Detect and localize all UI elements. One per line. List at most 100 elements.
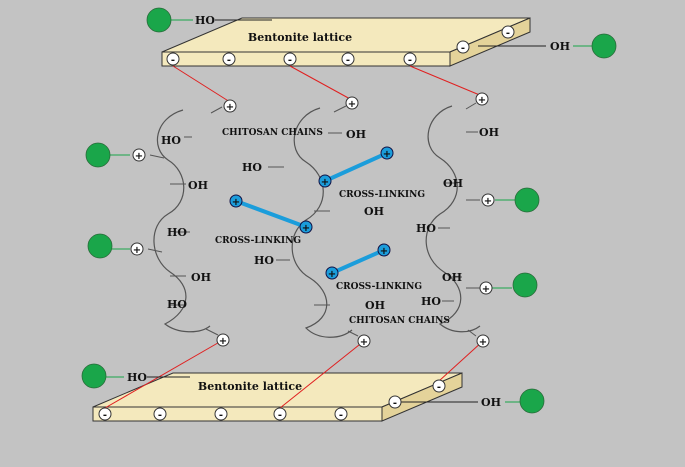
side-bond: [210, 106, 223, 114]
svg-text:-: -: [278, 410, 282, 421]
negative-charge: -: [214, 407, 228, 421]
bentonite-top-label: Bentonite lattice: [248, 31, 352, 44]
hydroxyl-label: OH: [443, 177, 463, 190]
metal-ions: [81, 7, 617, 414]
svg-text:+: +: [360, 337, 368, 348]
hydroxyl-label: HO: [421, 295, 441, 308]
crosslink-bond: [330, 248, 386, 275]
svg-text:+: +: [226, 102, 234, 113]
slab-hydroxyl-connectors: [147, 19, 546, 403]
hydroxyl-label: HO: [242, 161, 262, 174]
side-bond: [467, 329, 477, 337]
caption-labels: CHITOSAN CHAINS CHITOSAN CHAINS CROSS-LI…: [215, 128, 450, 326]
negative-charge: -: [283, 52, 297, 66]
hydroxyl-label: OH: [479, 126, 499, 139]
metal-ion: [514, 187, 540, 213]
svg-text:-: -: [506, 28, 510, 39]
hydroxyl-label: OH: [481, 396, 501, 409]
positive-charge: +: [345, 96, 359, 110]
svg-text:+: +: [219, 336, 227, 347]
negative-charge: -: [456, 40, 470, 54]
negative-charge: -: [153, 407, 167, 421]
crosslinking-label-2: CROSS-LINKING: [339, 190, 425, 200]
chitosan-chains: [153, 105, 481, 338]
negative-charge: -: [273, 407, 287, 421]
positive-charge: +: [475, 92, 489, 106]
svg-text:-: -: [437, 382, 441, 393]
side-bond: [465, 102, 477, 110]
crosslink-bond: [234, 199, 308, 229]
side-bond: [149, 154, 165, 159]
crosslink-node: +: [380, 146, 394, 160]
ionic-bond: [279, 340, 365, 409]
hydroxyl-label: HO: [254, 254, 274, 267]
svg-text:+: +: [302, 223, 310, 234]
hydroxyl-label: HO: [167, 298, 187, 311]
svg-text:+: +: [484, 196, 492, 207]
svg-text:-: -: [408, 55, 412, 66]
positive-charge: +: [479, 281, 493, 295]
crosslinking-label-3: CROSS-LINKING: [336, 282, 422, 292]
crosslink-node: +: [299, 220, 313, 234]
metal-ion: [591, 33, 617, 59]
svg-text:+: +: [479, 337, 487, 348]
svg-text:+: +: [478, 95, 486, 106]
ionic-bond: [172, 65, 231, 103]
chitosan-chains-label-top: CHITOSAN CHAINS: [222, 128, 323, 138]
hydroxyl-label: HO: [195, 14, 215, 27]
crosslink-node: +: [229, 194, 243, 208]
crosslink-nodes: + + + + + +: [229, 146, 394, 280]
svg-text:+: +: [383, 149, 391, 160]
chitosan-chain-right: [425, 105, 481, 333]
svg-text:+: +: [135, 151, 143, 162]
negative-charges: - - - - - - - - - - - - - -: [98, 25, 515, 421]
svg-text:+: +: [328, 269, 336, 280]
negative-charge: -: [388, 395, 402, 409]
crosslink-node: +: [325, 266, 339, 280]
chitosan-chains-label-bottom: CHITOSAN CHAINS: [349, 316, 450, 326]
positive-charge: +: [223, 99, 237, 113]
positive-charge: +: [132, 148, 146, 162]
hydroxyl-label: OH: [364, 205, 384, 218]
svg-text:-: -: [288, 55, 292, 66]
negative-charge: -: [222, 52, 236, 66]
positive-charge: +: [481, 193, 495, 207]
svg-text:-: -: [227, 55, 231, 66]
ionic-bonds: [104, 65, 484, 409]
hydroxyl-label: OH: [188, 179, 208, 192]
hydroxyl-label: HO: [416, 222, 436, 235]
crosslinks: [234, 151, 389, 275]
svg-text:-: -: [393, 398, 397, 409]
positive-charge: +: [130, 242, 144, 256]
crosslinking-label-1: CROSS-LINKING: [215, 236, 301, 246]
ionic-bond: [438, 340, 484, 382]
crosslink-bond: [323, 151, 389, 183]
chitosan-chain-middle: [291, 107, 353, 338]
metal-ion-connectors: [106, 19, 592, 403]
ionic-bond: [104, 339, 224, 409]
chitosan-chain-left: [153, 109, 211, 333]
svg-text:+: +: [380, 246, 388, 257]
negative-charge: -: [334, 407, 348, 421]
metal-ion: [81, 363, 107, 389]
metal-ion: [512, 272, 538, 298]
negative-charge: -: [403, 52, 417, 66]
positive-charge: +: [476, 334, 490, 348]
negative-charge: -: [501, 25, 515, 39]
metal-ion: [146, 7, 172, 33]
svg-text:+: +: [232, 197, 240, 208]
svg-text:-: -: [219, 410, 223, 421]
metal-ion: [519, 388, 545, 414]
svg-text:-: -: [103, 410, 107, 421]
hydroxyl-label: HO: [167, 226, 187, 239]
positive-charges: + + + + + + + + + +: [130, 92, 495, 348]
svg-text:+: +: [348, 99, 356, 110]
hydroxyl-label: OH: [346, 128, 366, 141]
hydroxyl-labels: HO OH HO OH HO OH HO OH HO OH HO OH OH O…: [127, 14, 570, 409]
svg-text:-: -: [346, 55, 350, 66]
ionic-bond: [409, 65, 483, 97]
crosslink-node: +: [377, 243, 391, 257]
svg-text:-: -: [461, 43, 465, 54]
hydroxyl-label: OH: [191, 271, 211, 284]
